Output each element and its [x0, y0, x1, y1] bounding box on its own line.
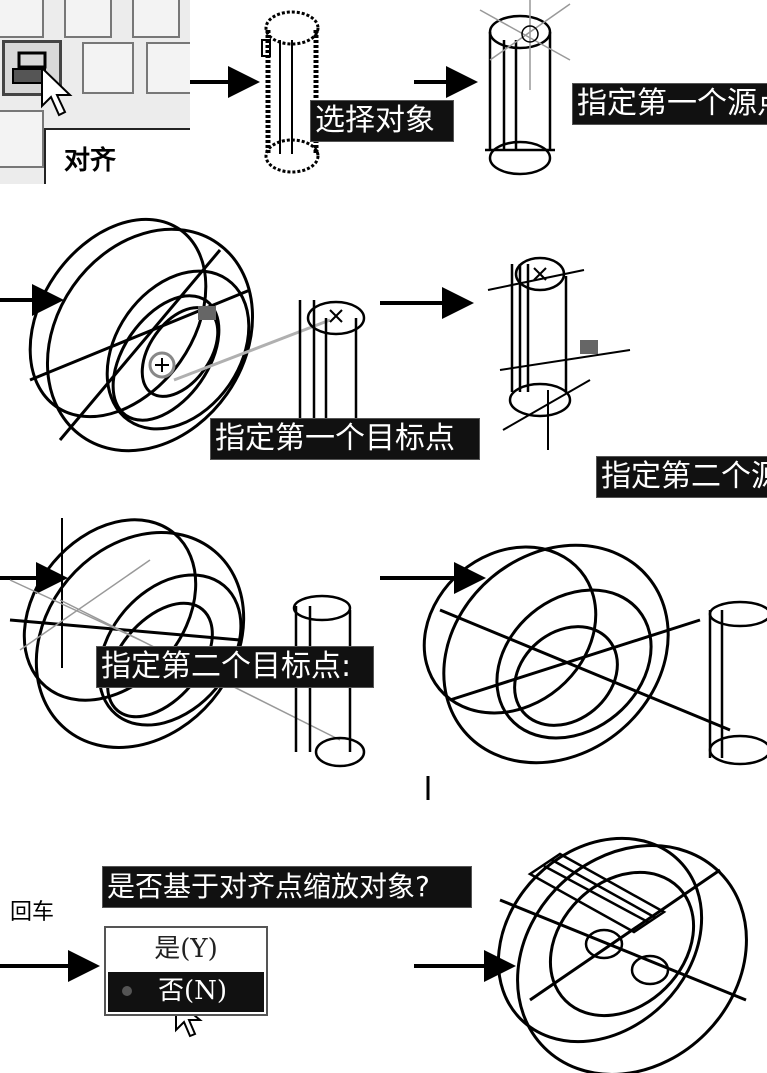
cad-object-icon	[485, 14, 555, 176]
prompt-first-target-point: 指定第一个目标点	[210, 418, 480, 460]
cad-object-icon	[508, 256, 572, 418]
prompt-select-objects: 选择对象	[310, 100, 454, 142]
prompt-second-source-point: 指定第二个源点	[596, 456, 767, 498]
scale-options-menu: 是(Y) 否(N)	[104, 926, 268, 1016]
toolbar-button[interactable]	[64, 0, 112, 38]
selected-bullet-icon	[122, 986, 132, 996]
toolbar-button[interactable]	[82, 42, 134, 94]
toolbar-panel: 对齐	[0, 0, 190, 184]
snap-marker-icon	[580, 340, 598, 354]
menu-option-no[interactable]: 否(N)	[158, 976, 228, 1006]
toolbar-button[interactable]	[146, 42, 190, 94]
prompt-second-target-point: 指定第二个目标点:	[96, 646, 374, 688]
crosshair-marker-icon	[487, 269, 631, 450]
prompt-first-source-point: 指定第一个源点	[572, 83, 767, 125]
cad-object-icon	[9, 518, 246, 749]
cad-object-icon	[496, 836, 748, 1073]
cad-object-icon	[527, 852, 670, 986]
align-tool-icon	[12, 51, 47, 84]
cad-object-icon	[708, 600, 767, 766]
cad-object-icon	[422, 543, 731, 765]
align-tooltip: 对齐	[44, 128, 190, 184]
crosshair-marker-icon	[479, 0, 571, 90]
enter-label: 回车	[10, 900, 55, 925]
menu-option-yes[interactable]: 是(Y)	[154, 934, 218, 964]
snap-marker-icon	[198, 306, 216, 320]
menu-option-no-highlight[interactable]: 否(N)	[108, 972, 264, 1012]
toolbar-button[interactable]	[132, 0, 180, 38]
toolbar-button[interactable]	[0, 110, 44, 168]
cursor-arrow-icon	[41, 66, 73, 117]
cad-object-icon	[261, 10, 320, 174]
prompt-scale-question: 是否基于对齐点缩放对象?	[102, 866, 472, 908]
crosshair-marker-icon	[148, 351, 176, 379]
toolbar-button[interactable]	[0, 0, 44, 38]
